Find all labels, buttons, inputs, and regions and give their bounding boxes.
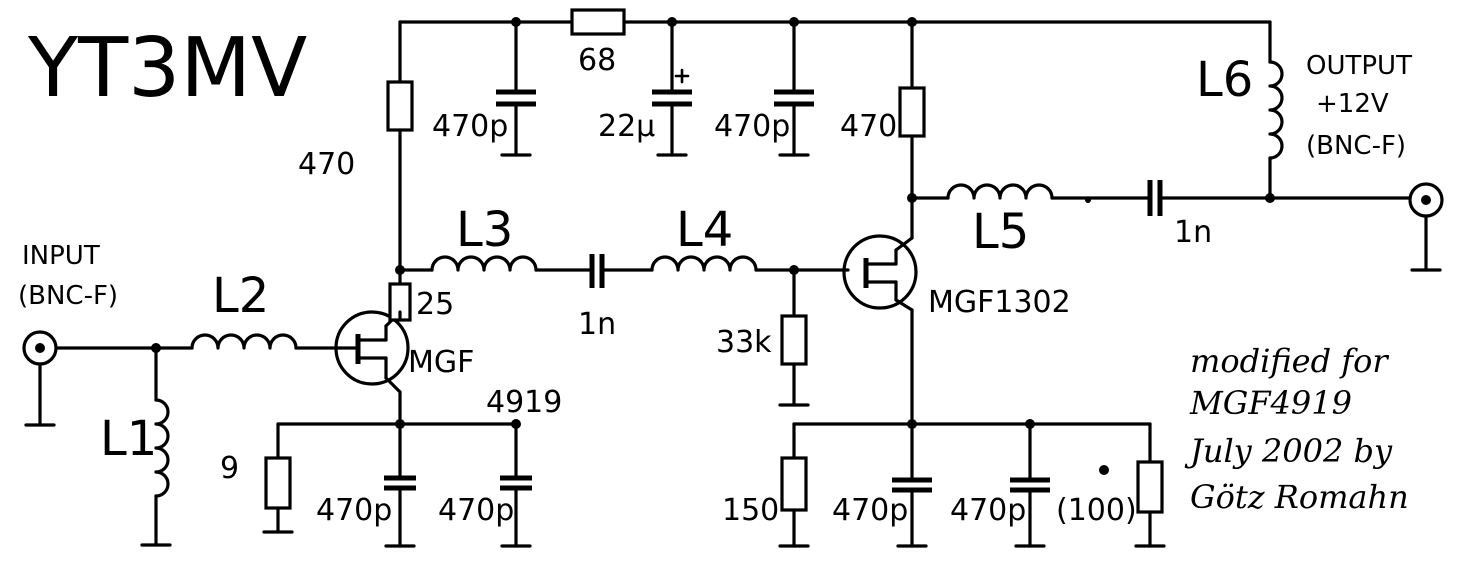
label-1n-mid: 1n: [578, 307, 616, 342]
input-label-1: INPUT: [22, 241, 100, 271]
label-33k: 33k: [716, 325, 772, 360]
resistor-470-left: [386, 20, 414, 272]
page-title: YT3MV: [27, 21, 307, 116]
output-label-2: +12V: [1316, 89, 1389, 119]
label-470p-f: 470p: [950, 493, 1026, 528]
inductor-l3: [398, 255, 594, 272]
label-25: 25: [416, 287, 454, 322]
capacitor-470p-e: [892, 422, 932, 548]
capacitor-470p-d: [500, 422, 532, 548]
label-l5: L5: [972, 204, 1029, 260]
input-label-2: (BNC-F): [18, 281, 118, 311]
capacitor-1n-out: [1147, 180, 1412, 216]
capacitor-22u: [652, 20, 692, 157]
label-470-right: 470: [840, 109, 897, 144]
source-network-q2: [792, 308, 1152, 429]
label-470p-c: 470p: [316, 493, 392, 528]
top-rail: [398, 17, 1272, 64]
label-4919: 4919: [486, 385, 562, 420]
resistor-68: [570, 8, 626, 36]
capacitor-1n-mid: [589, 254, 654, 288]
label-mgf: MGF: [408, 345, 474, 380]
transistor-q1-icon: [334, 310, 410, 394]
inductor-l2: [190, 333, 338, 350]
label-l6: L6: [1196, 52, 1253, 108]
inductor-l6: [1265, 60, 1284, 203]
resistor-33k: [778, 268, 810, 407]
capacitor-470p-b: [774, 20, 814, 157]
output-label-1: OUTPUT: [1306, 51, 1412, 81]
label-1n-out: 1n: [1174, 215, 1212, 250]
label-470p-e: 470p: [832, 493, 908, 528]
label-l1: L1: [100, 411, 157, 467]
label-l4: L4: [676, 202, 733, 258]
note-line-3: July 2002 by: [1184, 432, 1393, 470]
label-470p-b: 470p: [714, 109, 790, 144]
input-bnc-icon: [22, 330, 58, 427]
resistor-100: [1099, 422, 1166, 548]
resistor-470-right: [898, 20, 926, 240]
resistor-150: [778, 422, 810, 548]
transistor-q2-icon: [842, 234, 918, 312]
label-100: (100): [1056, 493, 1137, 528]
label-mgf1302: MGF1302: [928, 285, 1071, 320]
label-470p-a: 470p: [432, 109, 508, 144]
output-bnc-icon: [1408, 182, 1444, 272]
inductor-l1: [140, 346, 172, 547]
label-68: 68: [578, 43, 616, 78]
inductor-l5: [910, 183, 1152, 203]
note-line-1: modified for: [1190, 342, 1389, 380]
label-470p-d: 470p: [438, 493, 514, 528]
inductor-l4: [650, 255, 850, 275]
output-label-3: (BNC-F): [1306, 131, 1406, 161]
resistor-25: [388, 265, 412, 322]
label-l2: L2: [212, 268, 269, 324]
label-l3: L3: [456, 202, 513, 258]
label-150: 150: [722, 493, 779, 528]
label-470-left: 470: [298, 147, 355, 182]
capacitor-470p-f: [1010, 422, 1050, 548]
resistor-9: [262, 422, 294, 534]
label-9: 9: [220, 451, 239, 486]
note-line-4: Götz Romahn: [1190, 478, 1409, 516]
label-22u: 22µ: [598, 109, 655, 144]
capacitor-470p-c: [384, 422, 416, 548]
capacitor-470p-a: [496, 20, 536, 157]
note-line-2: MGF4919: [1189, 384, 1352, 422]
